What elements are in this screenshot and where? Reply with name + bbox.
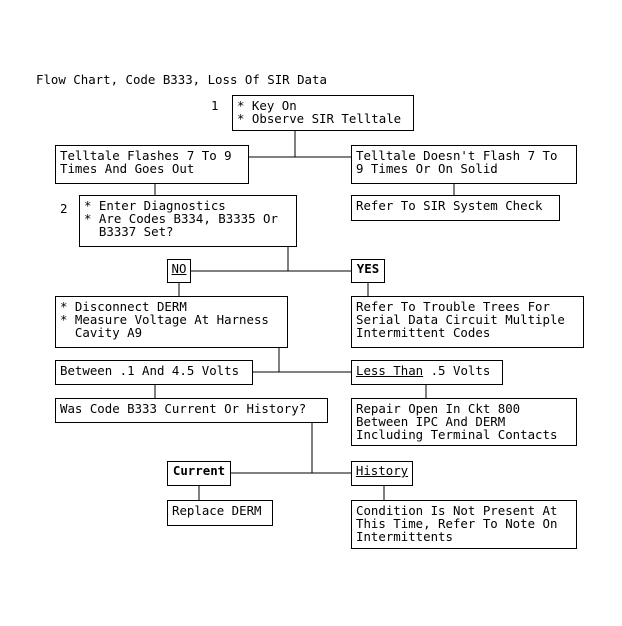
trouble-trees-box: Refer To Trouble Trees For Serial Data C… bbox=[351, 296, 584, 348]
between-volts-box: Between .1 And 4.5 Volts bbox=[55, 360, 253, 385]
less-than-underlined: Less Than bbox=[356, 363, 424, 378]
step2-diagnostics-box: * Enter Diagnostics * Are Codes B334, B3… bbox=[79, 195, 297, 247]
telltale-no-flash-box: Telltale Doesn't Flash 7 To 9 Times Or O… bbox=[351, 145, 577, 184]
history-branch-label: History bbox=[351, 461, 413, 486]
telltale-flashes-box: Telltale Flashes 7 To 9 Times And Goes O… bbox=[55, 145, 249, 184]
disconnect-derm-box: * Disconnect DERM * Measure Voltage At H… bbox=[55, 296, 288, 348]
sir-system-check-box: Refer To SIR System Check bbox=[351, 195, 560, 221]
less-than-volts-box: Less Than .5 Volts bbox=[351, 360, 503, 385]
less-than-rest: .5 Volts bbox=[423, 363, 491, 378]
flow-chart-title: Flow Chart, Code B333, Loss Of SIR Data bbox=[36, 72, 327, 87]
condition-not-present-box: Condition Is Not Present At This Time, R… bbox=[351, 500, 577, 549]
yes-branch-label: YES bbox=[351, 259, 385, 283]
step1-key-on-box: * Key On * Observe SIR Telltale bbox=[232, 95, 414, 131]
replace-derm-box: Replace DERM bbox=[167, 500, 273, 526]
repair-open-box: Repair Open In Ckt 800 Between IPC And D… bbox=[351, 398, 577, 446]
step2-number: 2 bbox=[60, 201, 68, 216]
no-branch-label: NO bbox=[167, 259, 191, 283]
step1-number: 1 bbox=[211, 98, 219, 113]
current-or-history-box: Was Code B333 Current Or History? bbox=[55, 398, 328, 423]
current-branch-label: Current bbox=[167, 461, 231, 486]
